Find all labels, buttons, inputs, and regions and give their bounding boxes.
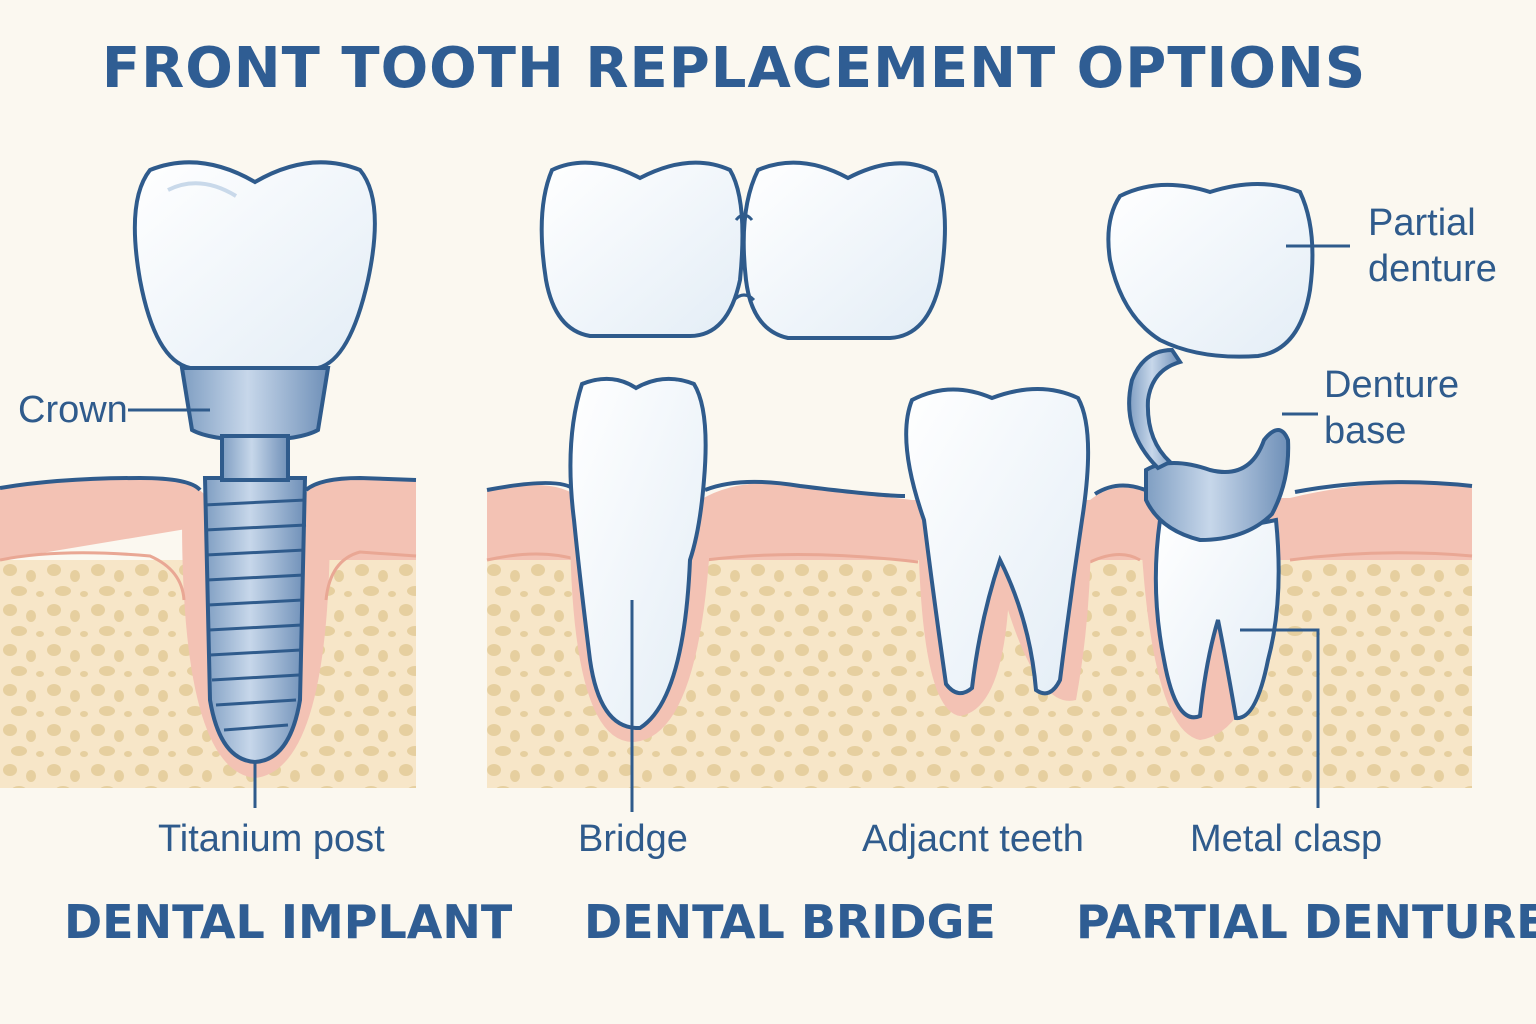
implant-crown	[132, 160, 377, 370]
denture-crown	[1106, 182, 1315, 359]
denture-base-label-line1: Denture	[1324, 364, 1460, 406]
bridge-crown-left	[539, 160, 745, 338]
section-title-bridge: DENTAL BRIDGE	[584, 895, 996, 949]
partial-denture-label-line1: Partial	[1368, 202, 1476, 244]
bridge-crown-right	[741, 160, 947, 340]
titanium-screw	[202, 476, 308, 765]
denture-base	[1144, 428, 1291, 543]
natural-tooth-with-clasp	[1153, 517, 1281, 720]
implant-panel	[0, 160, 417, 808]
section-title-implant: DENTAL IMPLANT	[64, 895, 513, 949]
titanium-post-label: Titanium post	[158, 818, 385, 860]
crown-label: Crown	[18, 389, 128, 431]
metal-clasp-label: Metal clasp	[1190, 818, 1383, 860]
bridge-abutment-tooth	[568, 376, 708, 731]
denture-base-label-line2: base	[1324, 410, 1407, 452]
partial-denture-label-line2: denture	[1368, 248, 1497, 290]
metal-clasp	[1127, 347, 1184, 471]
page-title: FRONT TOOTH REPLACEMENT OPTIONS	[101, 36, 1367, 101]
section-title-denture: PARTIAL DENTURE	[1076, 895, 1536, 949]
abutment	[179, 366, 331, 443]
bridge-denture-panel	[486, 160, 1473, 812]
adjacent-teeth-label: Adjacnt teeth	[862, 818, 1084, 860]
adjacent-tooth	[904, 387, 1091, 696]
bridge-label: Bridge	[578, 818, 688, 860]
